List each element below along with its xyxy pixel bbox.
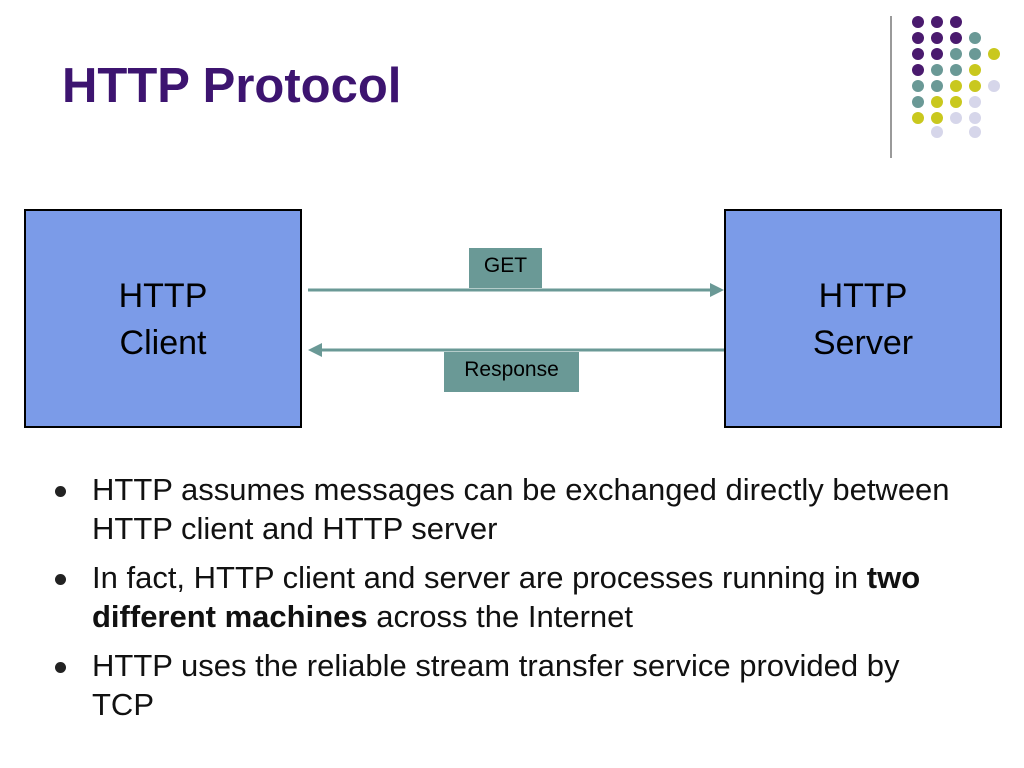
request-arrowhead [710, 283, 724, 297]
response-arrowhead [308, 343, 322, 357]
decorative-dot [912, 48, 924, 60]
server-label-line2: Server [812, 324, 914, 362]
decorative-dot [950, 16, 962, 28]
bullet-item: HTTP uses the reliable stream transfer s… [55, 646, 955, 724]
decorative-dot [931, 112, 943, 124]
decorative-dot [931, 16, 943, 28]
decorative-dot [988, 48, 1000, 60]
bullet-dot-icon [55, 574, 66, 585]
bullet-text-bold: two different machines [92, 560, 921, 634]
bullet-dot-icon [55, 486, 66, 497]
client-label-line1: HTTP [118, 277, 208, 315]
decorative-dot [912, 16, 924, 28]
server-label-line1: HTTP [818, 277, 908, 315]
decorative-dot [950, 112, 962, 124]
http-server-box: HTTP Server [724, 209, 1002, 428]
decorative-dot [969, 126, 981, 138]
decorative-dot [969, 48, 981, 60]
decorative-dot [969, 96, 981, 108]
client-label-line2: Client [119, 324, 207, 362]
bullet-item: In fact, HTTP client and server are proc… [55, 558, 955, 636]
get-label: GET [469, 248, 542, 288]
bullet-text: HTTP assumes messages can be exchanged d… [92, 472, 950, 546]
decorative-dot [931, 80, 943, 92]
decorative-dot [931, 96, 943, 108]
decorative-dot [950, 64, 962, 76]
response-label: Response [444, 352, 579, 392]
decorative-dot-grid [912, 16, 1000, 138]
decorative-dot [912, 80, 924, 92]
decorative-dot [912, 112, 924, 124]
decorative-dot [912, 32, 924, 44]
decorative-dot [950, 48, 962, 60]
bullet-list: HTTP assumes messages can be exchanged d… [55, 470, 955, 734]
bullet-item: HTTP assumes messages can be exchanged d… [55, 470, 955, 548]
decorative-dot [950, 32, 962, 44]
decorative-dot [969, 32, 981, 44]
decorative-dot [931, 126, 943, 138]
decorative-dot [950, 96, 962, 108]
decorative-dot [931, 48, 943, 60]
decorative-dot [988, 80, 1000, 92]
http-client-box: HTTP Client [24, 209, 302, 428]
decorative-dot [969, 80, 981, 92]
decorative-dot [931, 64, 943, 76]
decorative-dot [931, 32, 943, 44]
slide-title: HTTP Protocol [62, 59, 402, 113]
decorative-divider [890, 16, 892, 158]
decorative-dot [950, 80, 962, 92]
decorative-dot [912, 96, 924, 108]
bullet-text-after: across the Internet [367, 599, 633, 634]
bullet-text-before: In fact, HTTP client and server are proc… [92, 560, 867, 595]
bullet-dot-icon [55, 662, 66, 673]
decorative-dot [969, 64, 981, 76]
decorative-dot [912, 64, 924, 76]
decorative-dot [969, 112, 981, 124]
bullet-text: HTTP uses the reliable stream transfer s… [92, 648, 900, 722]
